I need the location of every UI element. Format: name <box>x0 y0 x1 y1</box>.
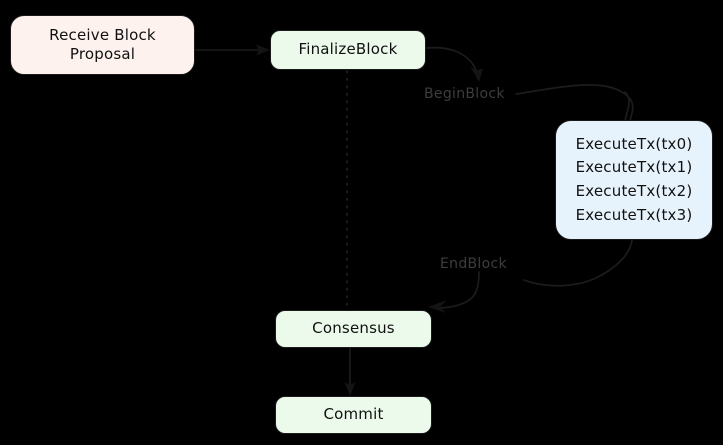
node-finalize-block[interactable]: FinalizeBlock <box>270 30 426 70</box>
edge-receive-to-finalize <box>194 44 270 56</box>
edge-consensus-to-commit <box>344 348 356 396</box>
node-label: Commit <box>323 405 384 424</box>
node-label: ExecuteTx(tx0) ExecuteTx(tx1) ExecuteTx(… <box>575 134 693 224</box>
edge-label-begin-block: BeginBlock <box>424 86 505 102</box>
edge-label-end-block: EndBlock <box>440 256 507 272</box>
edge-execute-to-endblock <box>523 239 633 287</box>
edge-endblock-to-consensus <box>428 271 480 313</box>
node-execute-tx-list[interactable]: ExecuteTx(tx0) ExecuteTx(tx1) ExecuteTx(… <box>555 120 713 240</box>
node-label: Receive Block Proposal <box>49 25 156 63</box>
node-label: FinalizeBlock <box>298 40 398 59</box>
node-label: Consensus <box>312 319 395 338</box>
node-consensus[interactable]: Consensus <box>275 310 432 348</box>
edge-beginblock-to-execute <box>515 84 634 122</box>
edge-finalize-to-beginblock <box>426 46 483 82</box>
node-receive-block-proposal[interactable]: Receive Block Proposal <box>10 15 195 75</box>
node-commit[interactable]: Commit <box>275 396 432 434</box>
